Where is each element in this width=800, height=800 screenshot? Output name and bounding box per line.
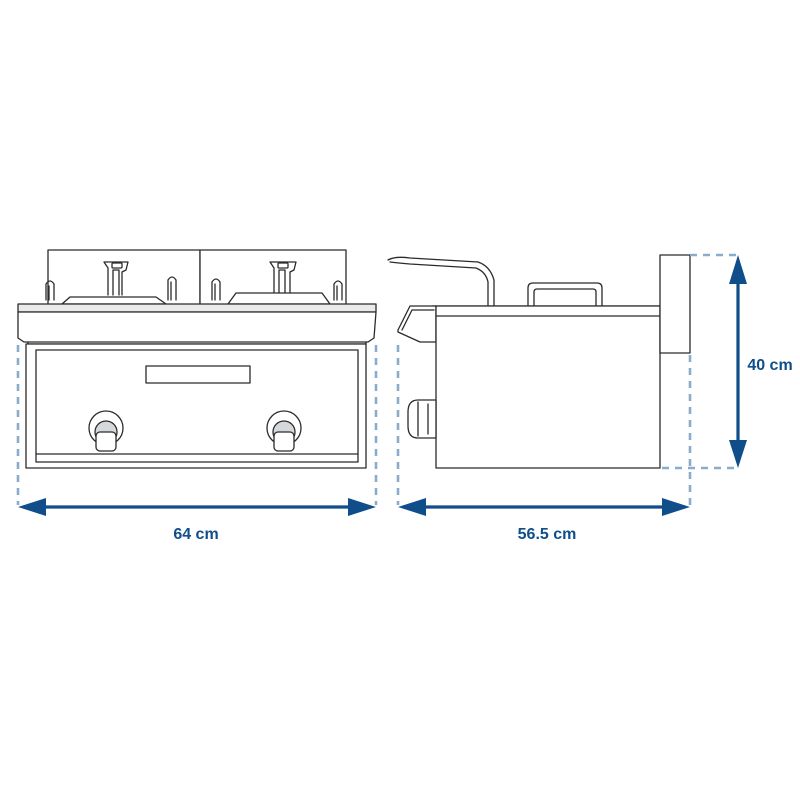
extension-lines (16, 253, 740, 505)
width-label: 64 cm (173, 526, 218, 543)
depth-dimension: 56.5 cm (398, 498, 690, 543)
side-lid-handle (527, 282, 603, 307)
front-body (25, 343, 367, 469)
side-knob (407, 399, 437, 439)
right-basket-handle (269, 261, 297, 296)
height-label: 40 cm (747, 357, 792, 374)
side-front-rim (397, 305, 437, 343)
side-body (435, 305, 661, 469)
height-dimension: 40 cm (729, 255, 793, 468)
side-back-panel (659, 254, 691, 354)
front-view (17, 249, 377, 469)
right-knob (266, 410, 302, 452)
side-view (387, 254, 691, 469)
basket-hooks (45, 276, 343, 301)
depth-label: 56.5 cm (518, 526, 577, 543)
left-basket-handle (103, 261, 129, 296)
top-rim (17, 303, 377, 345)
left-knob (88, 410, 124, 452)
width-dimension: 64 cm (18, 498, 376, 543)
side-basket-handle (387, 256, 495, 307)
label-plate (145, 365, 251, 384)
